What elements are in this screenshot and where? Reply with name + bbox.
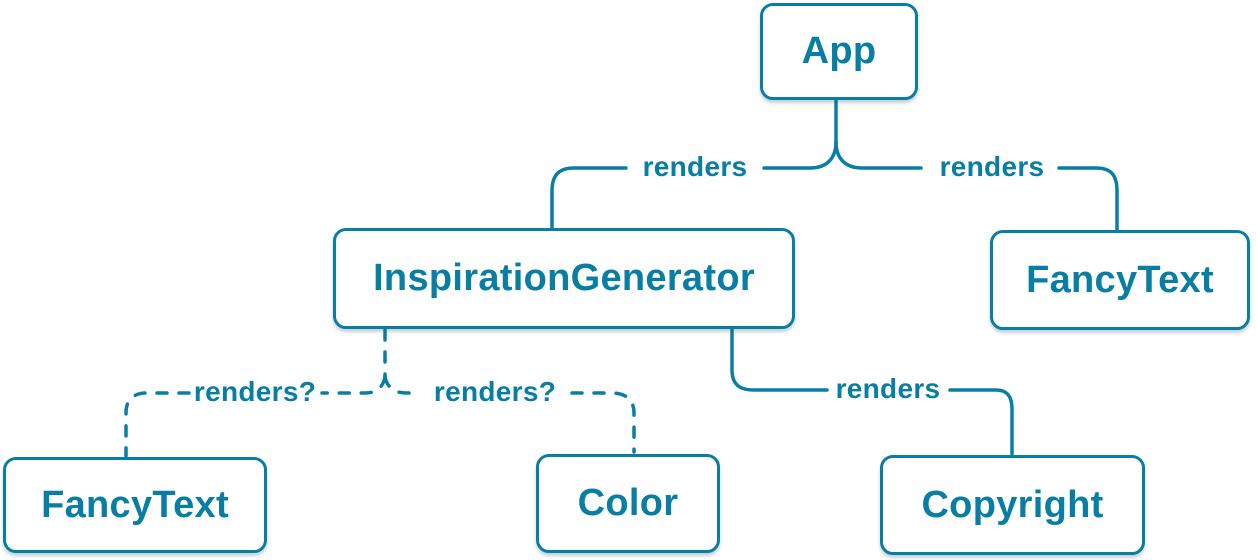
node-fancy-text-top-label: FancyText	[1026, 258, 1214, 301]
node-inspiration-generator-label: InspirationGenerator	[373, 257, 755, 299]
node-fancy-text-bottom-label: FancyText	[41, 483, 229, 526]
edge-inspiration-color-left-part	[383, 375, 422, 395]
edge-app-fancytext-left-part	[834, 140, 923, 170]
edge-label-inspiration-fancytext: renders?	[193, 376, 317, 407]
node-inspiration-generator: InspirationGenerator	[333, 228, 795, 329]
node-fancy-text-bottom: FancyText	[3, 457, 267, 553]
edge-inspiration-copyright-right-part	[948, 388, 1014, 456]
edge-label-inspiration-color: renders?	[433, 376, 557, 407]
edge-inspiration-color-right-part	[570, 391, 636, 454]
node-copyright: Copyright	[880, 455, 1145, 555]
edge-app-inspiration-left-part	[550, 166, 628, 229]
edge-inspiration-copyright-left-part	[730, 327, 829, 392]
node-color-label: Color	[577, 482, 679, 524]
edge-label-app-inspiration: renders	[642, 151, 748, 182]
node-app-label: App	[801, 30, 877, 72]
node-color: Color	[536, 454, 720, 553]
node-fancy-text-top: FancyText	[990, 230, 1250, 330]
node-app: App	[760, 3, 918, 100]
edge-inspiration-fancytext-left-part	[124, 391, 191, 458]
edge-label-app-fancytext: renders	[939, 151, 1045, 182]
edge-app-inspiration-right-part	[762, 140, 838, 170]
edge-label-inspiration-copyright: renders	[835, 373, 941, 404]
node-copyright-label: Copyright	[921, 483, 1104, 526]
edge-app-fancytext-right-part	[1057, 166, 1119, 231]
edge-inspiration-fancytext-right-part	[320, 375, 387, 395]
